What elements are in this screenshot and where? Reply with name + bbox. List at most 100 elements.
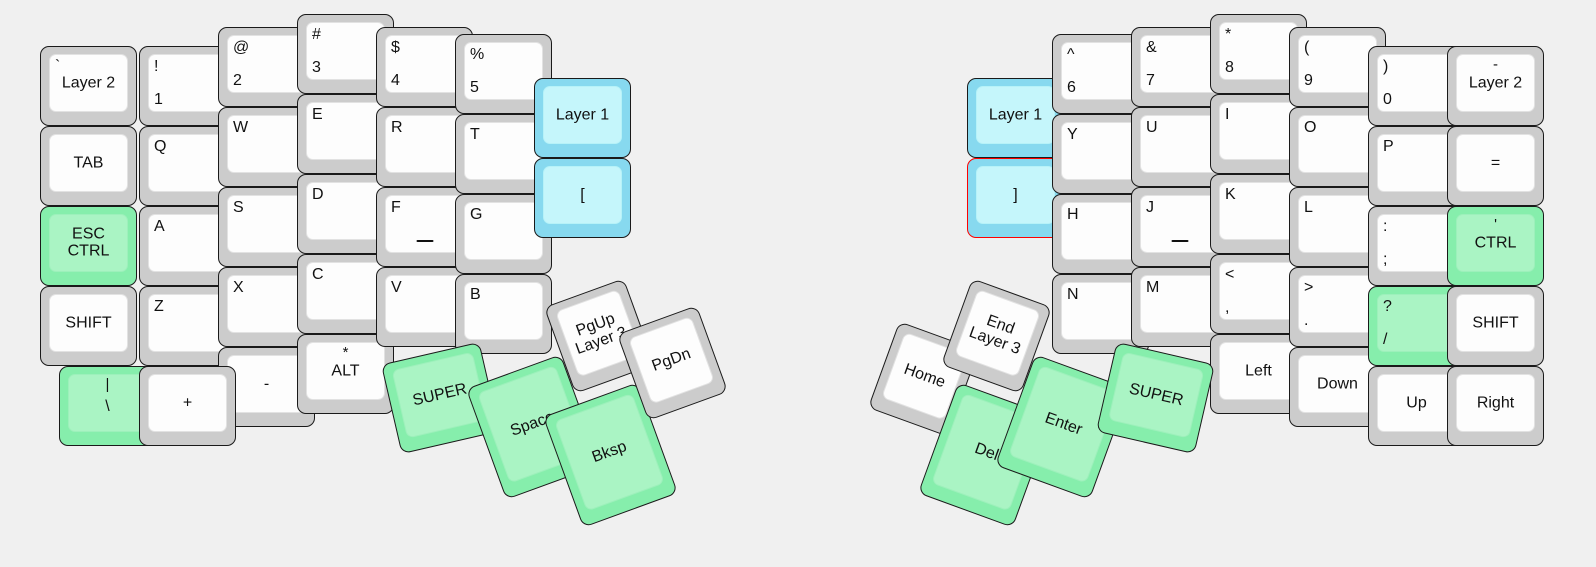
key-alt[interactable]: *ALT: [297, 334, 394, 414]
key-legend: E: [312, 106, 323, 123]
key-cap: ]: [976, 166, 1055, 224]
key-legend: SUPER: [1127, 380, 1185, 410]
key-legend: *: [1225, 26, 1232, 43]
key-legend: SHIFT: [1472, 314, 1519, 332]
key-legend: I: [1225, 106, 1230, 123]
key-cap: W: [227, 115, 306, 173]
homing-bar-icon: [1171, 239, 1188, 242]
key-i[interactable]: I: [1210, 94, 1307, 174]
key-cap: (9: [1298, 35, 1377, 93]
key-legend: ]: [1013, 186, 1018, 204]
key-cap: I: [1219, 102, 1298, 160]
key-legend: J: [1146, 199, 1154, 216]
key-quote-ctrl[interactable]: 'CTRL: [1447, 206, 1544, 286]
key-legend: N: [1067, 286, 1079, 303]
key-legend: $: [391, 39, 400, 56]
key-equal[interactable]: =: [1447, 126, 1544, 206]
key-cap: Right: [1456, 374, 1535, 432]
key-legend: TAB: [73, 154, 104, 172]
key-legend: ,: [1225, 298, 1230, 316]
key-legend: C: [312, 266, 324, 283]
key-legend: 1: [154, 90, 163, 108]
key-legend: ': [1494, 216, 1497, 233]
key-cap: P: [1377, 134, 1456, 192]
key-legend: X: [233, 279, 244, 296]
key-tab[interactable]: TAB: [40, 126, 137, 206]
key-legend: ?: [1383, 298, 1392, 315]
key-7[interactable]: &7: [1131, 27, 1228, 107]
key-legend: M: [1146, 279, 1160, 296]
key-legend: ;: [1383, 250, 1388, 268]
key-legend: ESC CTRL: [67, 225, 110, 260]
key-5[interactable]: %5: [455, 34, 552, 114]
key-r[interactable]: R: [376, 107, 473, 187]
key-cap: SHIFT: [1456, 294, 1535, 352]
key-layer1[interactable]: Layer 1: [534, 78, 631, 158]
key-legend: Layer 2: [1468, 74, 1523, 92]
key-cap: ESC CTRL: [49, 214, 128, 272]
key-legend: V: [391, 279, 402, 296]
key-legend: =: [1490, 154, 1501, 172]
key-cap: Left: [1219, 342, 1298, 400]
key-legend: G: [470, 206, 483, 223]
key-legend: H: [1067, 206, 1079, 223]
key-pipe-backslash[interactable]: |\: [59, 366, 156, 446]
key-cap: ?/: [1377, 294, 1456, 352]
key-super-right[interactable]: SUPER: [1095, 341, 1216, 455]
key-cap: =: [1456, 134, 1535, 192]
key-legend: A: [154, 218, 165, 235]
key-cap: Q: [148, 134, 227, 192]
key-cap: E: [306, 102, 385, 160]
key-b[interactable]: B: [455, 274, 552, 354]
key-shift[interactable]: SHIFT: [40, 286, 137, 366]
key-legend: (: [1304, 39, 1310, 56]
key-legend: B: [470, 286, 481, 303]
key-cap: R: [385, 115, 464, 173]
key-legend: Layer 2: [61, 74, 116, 92]
key-bracket-right[interactable]: ]: [967, 158, 1064, 238]
key-legend: |: [105, 376, 110, 393]
key-cap: Y: [1061, 122, 1140, 180]
key-legend: >: [1304, 279, 1314, 296]
key-shift-right[interactable]: SHIFT: [1447, 286, 1544, 366]
key-layer1-right[interactable]: Layer 1: [967, 78, 1064, 158]
key-legend: 0: [1383, 90, 1392, 108]
key-cap: V: [385, 275, 464, 333]
key-legend: Q: [154, 138, 167, 155]
key-c[interactable]: C: [297, 254, 394, 334]
key-grave-layer2[interactable]: `Layer 2: [40, 46, 137, 126]
key-cap: M: [1140, 275, 1219, 333]
key-legend: S: [233, 199, 244, 216]
key-legend: D: [312, 186, 324, 203]
key-cap: |\: [68, 374, 147, 432]
key-cap: G: [464, 202, 543, 260]
key-plus[interactable]: +: [139, 366, 236, 446]
key-cap: O: [1298, 115, 1377, 173]
key-legend: End Layer 3: [966, 312, 1023, 359]
key-legend: Layer 1: [555, 106, 610, 124]
key-legend: #: [312, 26, 321, 43]
key-minus-layer2[interactable]: -Layer 2: [1447, 46, 1544, 126]
key-bracket-left[interactable]: [: [534, 158, 631, 238]
key-cap: !1: [148, 54, 227, 112]
key-legend: O: [1304, 119, 1317, 136]
key-legend: .: [1304, 311, 1309, 329]
key-4[interactable]: $4: [376, 27, 473, 107]
key-legend: ^: [1067, 46, 1075, 63]
key-cap: End Layer 3: [954, 288, 1041, 378]
key-legend: 7: [1146, 71, 1155, 89]
key-right[interactable]: Right: [1447, 366, 1544, 446]
key-cap: T: [464, 122, 543, 180]
key-cap: `Layer 2: [49, 54, 128, 112]
key-cap: )0: [1377, 54, 1456, 112]
key-cap: -: [227, 355, 306, 413]
key-cap: -Layer 2: [1456, 54, 1535, 112]
key-cap: D: [306, 182, 385, 240]
key-cap: TAB: [49, 134, 128, 192]
key-legend: %: [470, 46, 485, 63]
key-cap: :;: [1377, 214, 1456, 272]
key-esc-ctrl[interactable]: ESC CTRL: [40, 206, 137, 286]
